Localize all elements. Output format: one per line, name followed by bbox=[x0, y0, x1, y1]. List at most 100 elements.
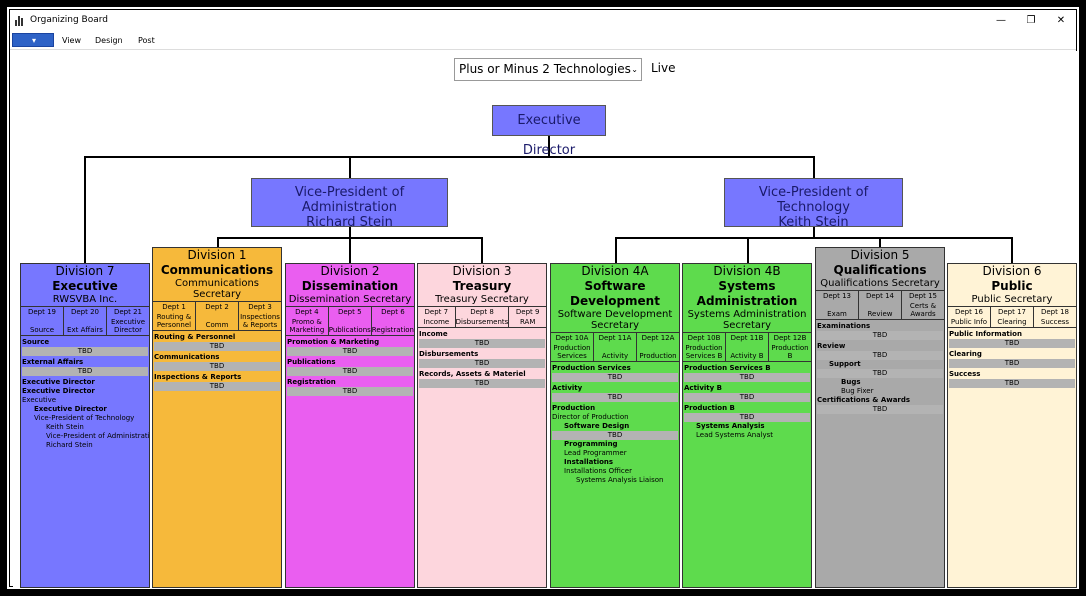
post-line[interactable]: Lead Systems Analyst bbox=[696, 431, 774, 439]
tbd-bar[interactable]: TBD bbox=[552, 431, 678, 440]
tbd-bar[interactable]: TBD bbox=[949, 359, 1075, 368]
tbd-bar[interactable]: TBD bbox=[817, 331, 943, 340]
function-heading[interactable]: Source bbox=[22, 338, 50, 346]
tbd-bar[interactable]: TBD bbox=[419, 359, 545, 368]
tbd-bar[interactable]: TBD bbox=[287, 387, 413, 396]
hierarchy-line[interactable]: Vice-President of Administration bbox=[46, 432, 150, 440]
function-heading[interactable]: Production bbox=[552, 404, 596, 412]
post-line[interactable]: Installations Officer bbox=[564, 467, 632, 475]
tbd-bar[interactable]: TBD bbox=[684, 413, 810, 422]
function-heading[interactable]: Communications bbox=[154, 353, 220, 361]
function-heading[interactable]: Clearing bbox=[949, 350, 982, 358]
hierarchy-line[interactable]: Richard Stein bbox=[46, 441, 93, 449]
hierarchy-line[interactable]: Vice-President of Technology bbox=[34, 414, 135, 422]
function-heading[interactable]: Registration bbox=[287, 378, 336, 386]
tbd-bar[interactable]: TBD bbox=[287, 347, 413, 356]
function-heading[interactable]: Routing & Personnel bbox=[154, 333, 236, 341]
function-heading[interactable]: Activity B bbox=[684, 384, 722, 392]
post-line[interactable]: Programming bbox=[564, 440, 618, 448]
post-line[interactable]: Software Design bbox=[564, 422, 630, 430]
function-heading[interactable]: Production Services bbox=[552, 364, 631, 372]
function-heading[interactable]: Records, Assets & Materiel bbox=[419, 370, 526, 378]
function-heading[interactable]: Production B bbox=[684, 404, 735, 412]
hierarchy-line[interactable]: Keith Stein bbox=[46, 423, 84, 431]
close-button[interactable]: ✕ bbox=[1056, 15, 1066, 26]
post-line[interactable]: Systems Analysis Liaison bbox=[576, 476, 664, 484]
executive-director-box[interactable]: Executive Director bbox=[492, 105, 606, 158]
hierarchy-line[interactable]: Executive bbox=[22, 396, 57, 404]
tbd-bar[interactable]: TBD bbox=[684, 393, 810, 402]
tbd-bar[interactable]: TBD bbox=[154, 382, 280, 391]
post-line[interactable]: Installations bbox=[564, 458, 614, 466]
tbd-bar[interactable]: TBD bbox=[552, 393, 678, 402]
post-line[interactable]: Bug Fixer bbox=[841, 387, 874, 395]
tbd-bar[interactable]: TBD bbox=[817, 405, 943, 414]
post-line[interactable]: Support bbox=[829, 360, 861, 368]
menu-post[interactable]: Post bbox=[138, 36, 155, 45]
tbd-bar[interactable]: TBD bbox=[154, 362, 280, 371]
function-heading[interactable]: Disbursements bbox=[419, 350, 479, 358]
hierarchy-line[interactable]: Executive Director bbox=[22, 387, 95, 395]
tbd-bar[interactable]: TBD bbox=[817, 369, 943, 378]
tbd-bar[interactable]: TBD bbox=[949, 339, 1075, 348]
post-line[interactable]: Director of Production bbox=[552, 413, 629, 421]
hierarchy-line[interactable]: Executive Director bbox=[34, 405, 107, 413]
function-heading[interactable]: Promotion & Marketing bbox=[287, 338, 380, 346]
tbd-bar[interactable]: TBD bbox=[419, 379, 545, 388]
tbd-bar[interactable]: TBD bbox=[22, 367, 148, 376]
tbd-bar[interactable]: TBD bbox=[154, 342, 280, 351]
function-heading[interactable]: External Affairs bbox=[22, 358, 84, 366]
function-heading[interactable]: Income bbox=[419, 330, 448, 338]
board-selector[interactable]: Plus or Minus 2 Technologies⌄ bbox=[454, 58, 642, 81]
tbd-bar[interactable]: TBD bbox=[817, 351, 943, 360]
function-heading[interactable]: Publications bbox=[287, 358, 336, 366]
post-line[interactable]: Bugs bbox=[841, 378, 861, 386]
function-heading[interactable]: Production Services B bbox=[684, 364, 771, 372]
menu-design[interactable]: Design bbox=[95, 36, 123, 45]
title-bar[interactable]: Organizing Board — ❐ ✕ bbox=[10, 10, 1076, 32]
restore-button[interactable]: ❐ bbox=[1026, 15, 1036, 26]
function-heading[interactable]: Success bbox=[949, 370, 981, 378]
function-heading[interactable]: Executive Director bbox=[22, 378, 95, 386]
tbd-bar[interactable]: TBD bbox=[22, 347, 148, 356]
tbd-bar[interactable]: TBD bbox=[419, 339, 545, 348]
app-menu-button[interactable]: ▾ bbox=[12, 33, 54, 47]
function-heading[interactable]: Review bbox=[817, 342, 846, 350]
post-line[interactable]: Lead Programmer bbox=[564, 449, 627, 457]
function-heading[interactable]: Activity bbox=[552, 384, 583, 392]
menu-view[interactable]: View bbox=[62, 36, 81, 45]
tbd-bar[interactable]: TBD bbox=[684, 373, 810, 382]
function-heading[interactable]: Inspections & Reports bbox=[154, 373, 242, 381]
